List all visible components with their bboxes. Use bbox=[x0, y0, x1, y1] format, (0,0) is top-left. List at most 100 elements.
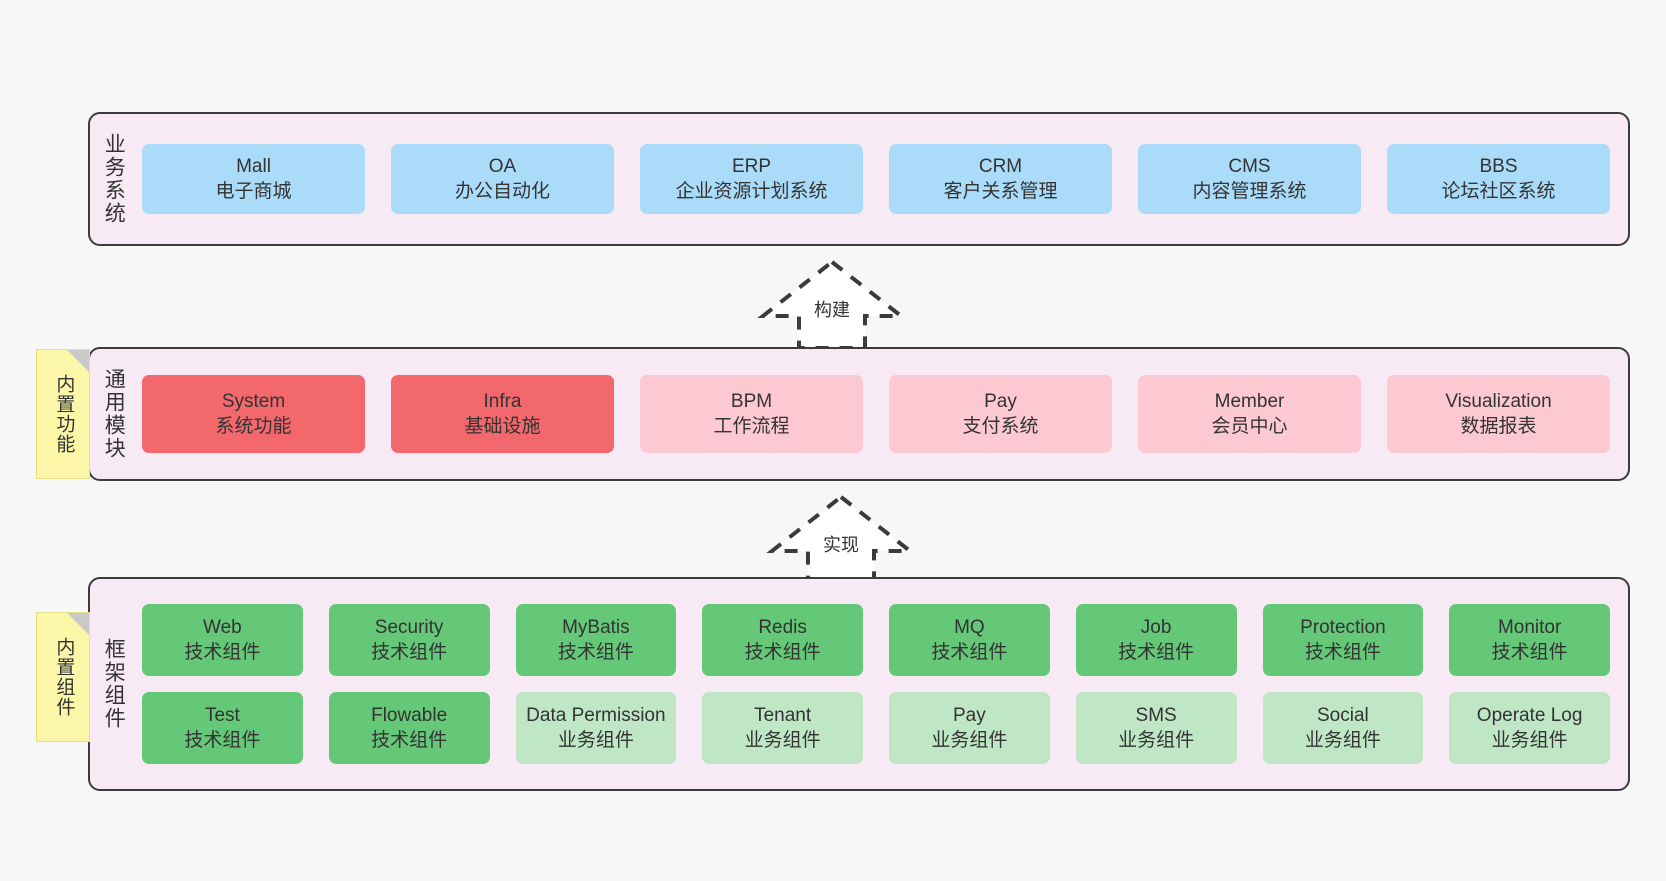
card-name: BPM bbox=[730, 390, 773, 412]
card-name: Security bbox=[374, 616, 444, 638]
card-desc: 数据报表 bbox=[1460, 416, 1537, 437]
card-name: Member bbox=[1214, 390, 1285, 412]
common-card-bpm[interactable]: BPM 工作流程 bbox=[640, 375, 863, 453]
framework-card-mq[interactable]: MQ 技术组件 bbox=[889, 604, 1050, 676]
card-name: SMS bbox=[1135, 704, 1177, 726]
common-card-system[interactable]: System 系统功能 bbox=[142, 375, 365, 453]
card-desc: 技术组件 bbox=[371, 642, 448, 663]
card-desc: 技术组件 bbox=[371, 730, 448, 751]
framework-card-protection[interactable]: Protection 技术组件 bbox=[1262, 604, 1424, 676]
card-name: Flowable bbox=[371, 704, 448, 726]
card-desc: 技术组件 bbox=[184, 730, 261, 751]
card-name: CMS bbox=[1228, 155, 1271, 177]
business-card-cms[interactable]: CMS 内容管理系统 bbox=[1138, 144, 1361, 214]
common-row: System 系统功能 Infra 基础设施 BPM 工作流程 Pay 支付系统… bbox=[142, 375, 1610, 453]
card-name: Visualization bbox=[1445, 390, 1552, 412]
sticky-note-builtin-component: 内置组件 bbox=[36, 612, 90, 742]
framework-card-pay[interactable]: Pay 业务组件 bbox=[889, 692, 1050, 764]
arrow-implement: 实现 bbox=[766, 491, 916, 583]
folded-corner-icon bbox=[67, 613, 89, 635]
common-card-visualization[interactable]: Visualization 数据报表 bbox=[1387, 375, 1610, 453]
card-desc: 电子商城 bbox=[215, 181, 292, 202]
framework-card-redis[interactable]: Redis 技术组件 bbox=[702, 604, 863, 676]
common-card-pay[interactable]: Pay 支付系统 bbox=[889, 375, 1112, 453]
layer-business-body: Mall 电子商城 OA 办公自动化 ERP 企业资源计划系统 CRM 客户关系… bbox=[136, 114, 1628, 244]
framework-card-tenant[interactable]: Tenant 业务组件 bbox=[702, 692, 863, 764]
layer-framework-title: 框架组件 bbox=[102, 638, 126, 730]
business-card-oa[interactable]: OA 办公自动化 bbox=[391, 144, 614, 214]
card-name: CRM bbox=[978, 155, 1023, 177]
card-name: Pay bbox=[984, 390, 1017, 412]
card-name: Protection bbox=[1300, 616, 1386, 638]
business-card-mall[interactable]: Mall 电子商城 bbox=[142, 144, 365, 214]
card-desc: 技术组件 bbox=[744, 642, 821, 663]
card-name: System bbox=[221, 390, 286, 412]
framework-card-sms[interactable]: SMS 业务组件 bbox=[1075, 692, 1237, 764]
framework-card-flowable[interactable]: Flowable 技术组件 bbox=[328, 692, 490, 764]
card-desc: 业务组件 bbox=[557, 730, 634, 751]
common-card-infra[interactable]: Infra 基础设施 bbox=[391, 375, 614, 453]
framework-row-1: Web 技术组件 Security 技术组件 MyBatis 技术组件 Redi… bbox=[142, 604, 1610, 676]
business-card-crm[interactable]: CRM 客户关系管理 bbox=[889, 144, 1112, 214]
business-card-erp[interactable]: ERP 企业资源计划系统 bbox=[640, 144, 863, 214]
block-arrow-up-icon bbox=[757, 259, 907, 348]
card-name: Operate Log bbox=[1476, 704, 1583, 726]
card-desc: 业务组件 bbox=[1118, 730, 1195, 751]
card-desc: 论坛社区系统 bbox=[1441, 181, 1556, 202]
sticky-label: 内置组件 bbox=[53, 637, 75, 717]
folded-corner-icon bbox=[67, 350, 89, 372]
card-desc: 技术组件 bbox=[1491, 642, 1568, 663]
arrow-build: 构建 bbox=[757, 256, 907, 348]
card-desc: 技术组件 bbox=[1304, 642, 1381, 663]
arrow-implement-label: 实现 bbox=[823, 535, 859, 555]
card-desc: 系统功能 bbox=[215, 416, 292, 437]
card-desc: 客户关系管理 bbox=[943, 181, 1058, 202]
sticky-note-builtin-function: 内置功能 bbox=[36, 349, 90, 479]
framework-card-web[interactable]: Web 技术组件 bbox=[142, 604, 303, 676]
layer-common-body: System 系统功能 Infra 基础设施 BPM 工作流程 Pay 支付系统… bbox=[136, 349, 1628, 479]
card-desc: 业务组件 bbox=[931, 730, 1008, 751]
card-desc: 业务组件 bbox=[1491, 730, 1568, 751]
framework-card-job[interactable]: Job 技术组件 bbox=[1075, 604, 1237, 676]
common-card-member[interactable]: Member 会员中心 bbox=[1138, 375, 1361, 453]
card-name: Redis bbox=[758, 616, 807, 638]
framework-card-monitor[interactable]: Monitor 技术组件 bbox=[1449, 604, 1610, 676]
framework-card-test[interactable]: Test 技术组件 bbox=[142, 692, 303, 764]
card-name: Web bbox=[203, 616, 242, 638]
layer-framework-body: Web 技术组件 Security 技术组件 MyBatis 技术组件 Redi… bbox=[136, 579, 1628, 789]
layer-business-system: 业务系统 Mall 电子商城 OA 办公自动化 ERP 企业资源计划系统 CRM… bbox=[88, 112, 1630, 246]
framework-card-social[interactable]: Social 业务组件 bbox=[1262, 692, 1424, 764]
card-desc: 基础设施 bbox=[464, 416, 541, 437]
card-name: Monitor bbox=[1497, 616, 1562, 638]
card-name: MyBatis bbox=[562, 616, 630, 638]
block-arrow-up-icon bbox=[766, 494, 916, 583]
card-name: Test bbox=[204, 704, 240, 726]
layer-common-title: 通用模块 bbox=[102, 368, 126, 460]
card-name: Social bbox=[1317, 704, 1369, 726]
framework-card-data-permission[interactable]: Data Permission 业务组件 bbox=[515, 692, 677, 764]
card-desc: 会员中心 bbox=[1211, 416, 1288, 437]
framework-card-operate-log[interactable]: Operate Log 业务组件 bbox=[1449, 692, 1610, 764]
card-name: ERP bbox=[731, 155, 772, 177]
card-name: MQ bbox=[954, 616, 985, 638]
card-desc: 办公自动化 bbox=[454, 181, 550, 202]
business-card-bbs[interactable]: BBS 论坛社区系统 bbox=[1387, 144, 1610, 214]
framework-card-security[interactable]: Security 技术组件 bbox=[328, 604, 490, 676]
card-desc: 企业资源计划系统 bbox=[675, 181, 828, 202]
card-desc: 技术组件 bbox=[184, 642, 261, 663]
card-desc: 业务组件 bbox=[1304, 730, 1381, 751]
card-desc: 技术组件 bbox=[931, 642, 1008, 663]
card-name: Tenant bbox=[754, 704, 812, 726]
card-name: Infra bbox=[483, 390, 522, 412]
layer-common-module: 通用模块 System 系统功能 Infra 基础设施 BPM 工作流程 Pay… bbox=[88, 347, 1630, 481]
card-name: Mall bbox=[236, 155, 271, 177]
card-name: Pay bbox=[953, 704, 986, 726]
framework-card-mybatis[interactable]: MyBatis 技术组件 bbox=[515, 604, 677, 676]
card-desc: 工作流程 bbox=[713, 416, 790, 437]
card-name: Data Permission bbox=[526, 704, 666, 726]
card-desc: 支付系统 bbox=[962, 416, 1039, 437]
card-desc: 内容管理系统 bbox=[1192, 181, 1307, 202]
sticky-label: 内置功能 bbox=[53, 374, 75, 454]
layer-business-title: 业务系统 bbox=[102, 133, 126, 225]
